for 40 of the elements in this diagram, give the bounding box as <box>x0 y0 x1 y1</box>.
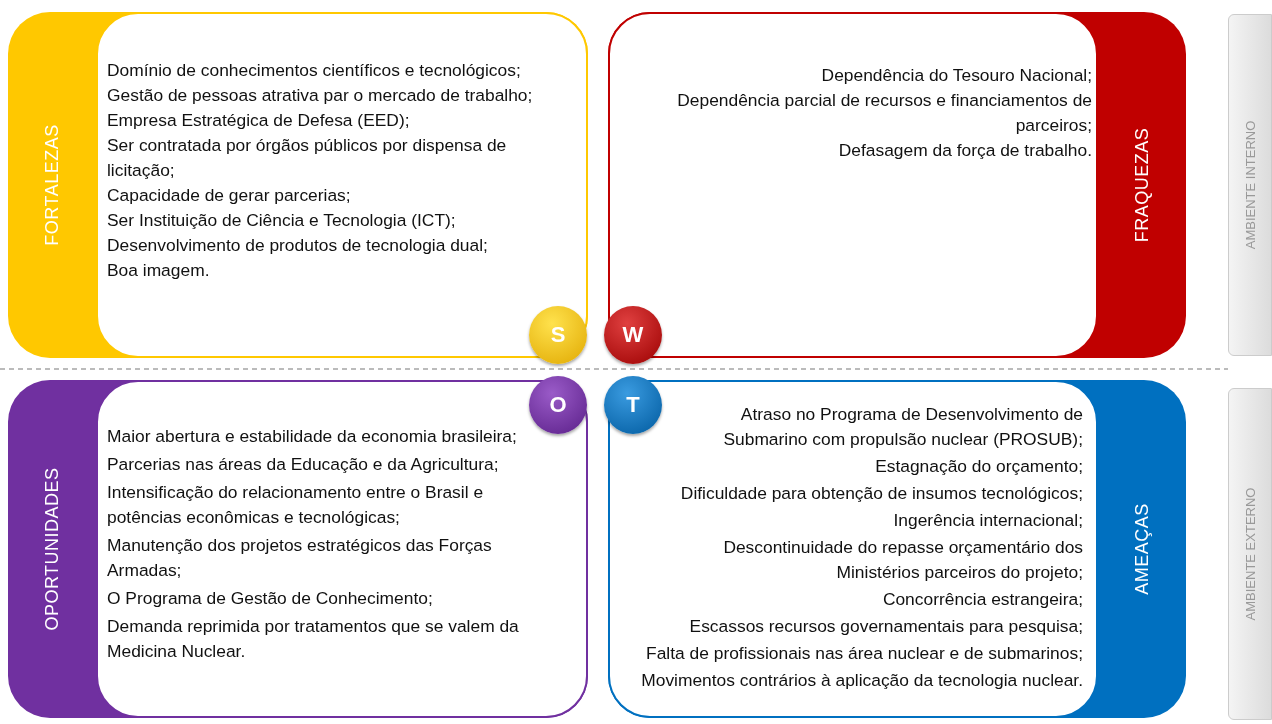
list-item: Parcerias nas áreas da Educação e da Agricultura; <box>107 453 500 476</box>
list-item: Ser Instituição de Ciência e Tecnologia (ICT); <box>107 209 457 232</box>
list-item: Dependência do Tesouro Nacional; <box>820 64 1092 87</box>
list-item: Descontinuidade do repasse orçamentário dos Ministérios parceiros do projeto; <box>722 536 1083 584</box>
list-item: Ser contratada por órgãos públicos por dispensa de licitação; <box>107 134 508 182</box>
side-tab <box>1228 14 1272 356</box>
list-item: Maior abertura e estabilidade da economia brasileira; <box>107 425 518 448</box>
list-item: Dificuldade para obtenção de insumos tecnológicos; <box>679 482 1083 505</box>
quadrant-title: FORTALEZAS <box>41 124 63 246</box>
list-item: Manutenção dos projetos estratégicos das Forças Armadas; <box>107 534 493 582</box>
tab-label: AMBIENTE INTERNO <box>1242 120 1258 250</box>
list-item: Intensificação do relacionamento entre o Brasil e potências econômicas e tecnológicas; <box>107 481 485 529</box>
list-item: Gestão de pessoas atrativa par o mercado de trabalho; <box>107 84 534 107</box>
list-item: Falta de profissionais nas área nuclear e de submarinos; <box>645 642 1083 665</box>
list-item: Movimentos contrários à aplicação da tecnologia nuclear. <box>640 669 1083 692</box>
letter-badge: W <box>604 306 662 364</box>
swot-panel <box>8 380 588 718</box>
tab-label: AMBIENTE EXTERNO <box>1242 487 1258 621</box>
list-item: Ingerência internacional; <box>892 509 1083 532</box>
list-item: Concorrência estrangeira; <box>881 588 1083 611</box>
swot-panel <box>8 12 588 358</box>
list-item: Capacidade de gerar parcerias; <box>107 184 352 207</box>
list-item: Dependência parcial de recursos e financiamentos de parceiros; <box>676 89 1092 137</box>
list-item: O Programa de Gestão de Conhecimento; <box>107 587 434 610</box>
quadrant-title: OPORTUNIDADES <box>41 467 63 631</box>
list-item: Desenvolvimento de produtos de tecnologia dual; <box>107 234 489 257</box>
letter-badge: T <box>604 376 662 434</box>
list-item: Empresa Estratégica de Defesa (EED); <box>107 109 411 132</box>
list-item: Demanda reprimida por tratamentos que se valem da Medicina Nuclear. <box>107 615 520 663</box>
quadrant-title: FRAQUEZAS <box>1131 127 1153 243</box>
list-item: Boa imagem. <box>107 259 211 282</box>
swot-panel <box>608 380 1186 718</box>
quadrant-title: AMEAÇAS <box>1131 503 1153 595</box>
side-tab <box>1228 388 1272 720</box>
swot-panel <box>608 12 1186 358</box>
list-item: Defasagem da força de trabalho. <box>837 139 1092 162</box>
list-item: Atraso no Programa de Desenvolvimento de Submarino com propulsão nuclear (PROSUB); <box>722 403 1083 451</box>
list-item: Domínio de conhecimentos científicos e tecnológicos; <box>107 59 522 82</box>
list-item: Estagnação do orçamento; <box>874 455 1083 478</box>
list-item: Escassos recursos governamentais para pesquisa; <box>688 615 1083 638</box>
